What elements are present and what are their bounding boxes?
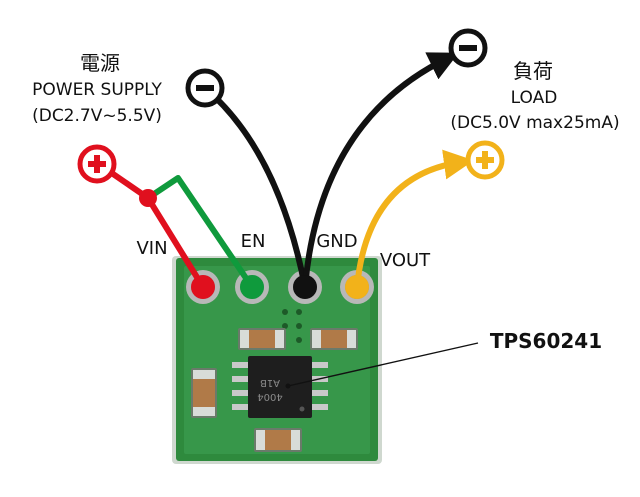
load-plus-icon bbox=[465, 140, 505, 180]
vin-pin-dot bbox=[191, 275, 215, 299]
chip-marking-line1: 4004 bbox=[257, 391, 282, 402]
pin-label-gnd: GND bbox=[316, 231, 357, 252]
gnd-wire-supply bbox=[202, 85, 308, 290]
smd-capacitor-left bbox=[238, 328, 286, 350]
gnd-wire-load bbox=[302, 52, 459, 290]
vout-wire bbox=[354, 149, 474, 290]
chip-part-number: TPS60241 bbox=[490, 329, 602, 353]
load-minus-icon bbox=[448, 28, 488, 68]
load-range: (DC5.0V max25mA) bbox=[450, 113, 619, 133]
pin-label-vin: VIN bbox=[136, 238, 167, 259]
vout-pin-dot bbox=[345, 275, 369, 299]
pin-label-en: EN bbox=[241, 231, 266, 252]
power-supply-range: (DC2.7V~5.5V) bbox=[32, 106, 162, 126]
pin-label-vout: VOUT bbox=[380, 250, 431, 271]
vin-en-junction-dot bbox=[139, 189, 157, 207]
power-supply-title-en: POWER SUPPLY bbox=[32, 80, 162, 100]
load-title-en: LOAD bbox=[511, 88, 558, 108]
en-pin-dot bbox=[240, 275, 264, 299]
en-wire bbox=[145, 175, 255, 290]
chip-callout-line bbox=[287, 342, 479, 387]
gnd-pin-dot bbox=[293, 275, 317, 299]
smd-capacitor-bottom bbox=[254, 428, 302, 452]
power-supply-title-ja: 電源 bbox=[80, 51, 120, 75]
supply-plus-icon bbox=[77, 144, 117, 184]
load-title-ja: 負荷 bbox=[513, 59, 553, 83]
supply-minus-icon bbox=[185, 68, 225, 108]
smd-capacitor-right bbox=[310, 328, 358, 350]
smd-capacitor-side bbox=[191, 368, 217, 418]
chip-marking-line2: A1B bbox=[260, 377, 280, 388]
